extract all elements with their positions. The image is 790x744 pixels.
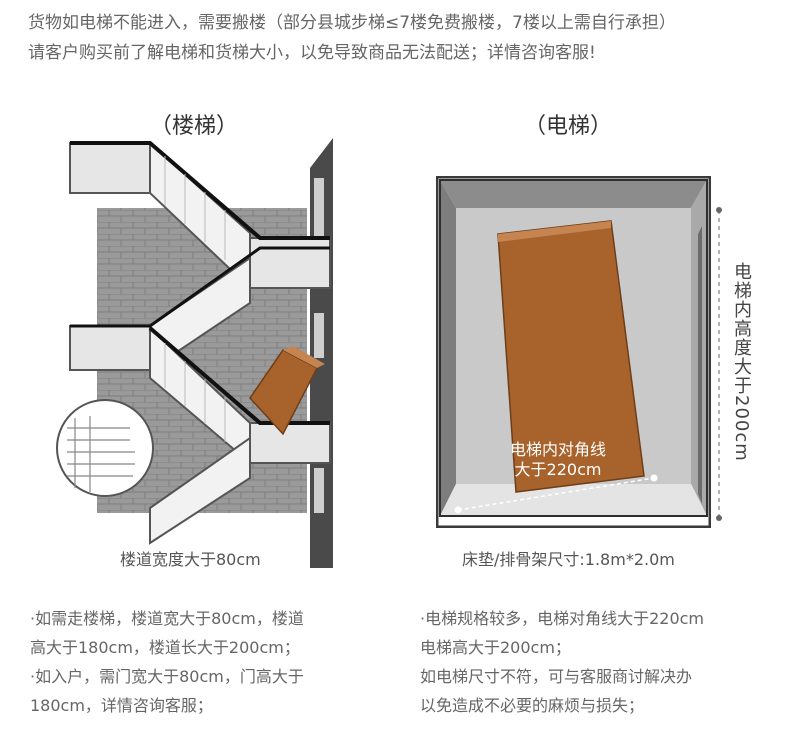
stairs-note-line: ·如入户，需门宽大于80cm，门高大于	[30, 667, 304, 686]
diagonal-label: 电梯内对角线 大于220cm	[510, 440, 606, 480]
elevator-heading: （电梯）	[524, 114, 613, 139]
notice-text: 货物如电梯不能进入，需要搬楼（部分县城步梯≤7楼免费搬楼，7楼以上需自行承担） …	[28, 8, 676, 68]
stairs-note-line: ·如需走楼梯，楼道宽大于80cm，楼道	[30, 609, 304, 628]
stairs-heading: （楼梯）	[150, 114, 239, 139]
diagonal-label-line-2: 大于220cm	[514, 460, 602, 479]
elevator-note-line: ·电梯规格较多，电梯对角线大于220cm	[420, 609, 705, 628]
elevator-note-line: 电梯高大于200cm；	[420, 638, 571, 657]
elevator-illustration	[436, 176, 711, 528]
diagonal-line	[457, 477, 655, 511]
stairs-note-line: 高大于180cm，楼道长大于200cm；	[30, 638, 300, 657]
elevator-note-line: 如电梯尺寸不符，可与客服商讨解决办	[420, 667, 693, 686]
mattress-board	[497, 220, 645, 493]
stairs-notes: ·如需走楼梯，楼道宽大于80cm，楼道 高大于180cm，楼道长大于200cm；…	[30, 604, 304, 720]
height-dimension	[716, 207, 722, 521]
stairs-note-line: 180cm，详情咨询客服；	[30, 696, 213, 715]
height-label: 电梯内高度大于200cm	[731, 262, 752, 462]
stair-flight	[149, 436, 251, 545]
elevator-caption: 床垫/排骨架尺寸:1.8m*2.0m	[462, 550, 675, 569]
elevator-note-line: 以免造成不必要的麻烦与损失；	[420, 696, 645, 715]
notice-line-2: 请客户购买前了解电梯和货梯大小，以免导致商品无法配送；详情咨询客服!	[28, 43, 596, 63]
notice-line-1: 货物如电梯不能进入，需要搬楼（部分县城步梯≤7楼免费搬楼，7楼以上需自行承担）	[28, 13, 676, 33]
magnifier-inset	[56, 399, 154, 497]
elevator-notes: ·电梯规格较多，电梯对角线大于220cm 电梯高大于200cm； 如电梯尺寸不符…	[420, 604, 704, 720]
stairs-caption: 楼道宽度大于80cm	[120, 550, 261, 569]
diagonal-label-line-1: 电梯内对角线	[510, 440, 607, 459]
stairs-illustration	[56, 138, 333, 568]
